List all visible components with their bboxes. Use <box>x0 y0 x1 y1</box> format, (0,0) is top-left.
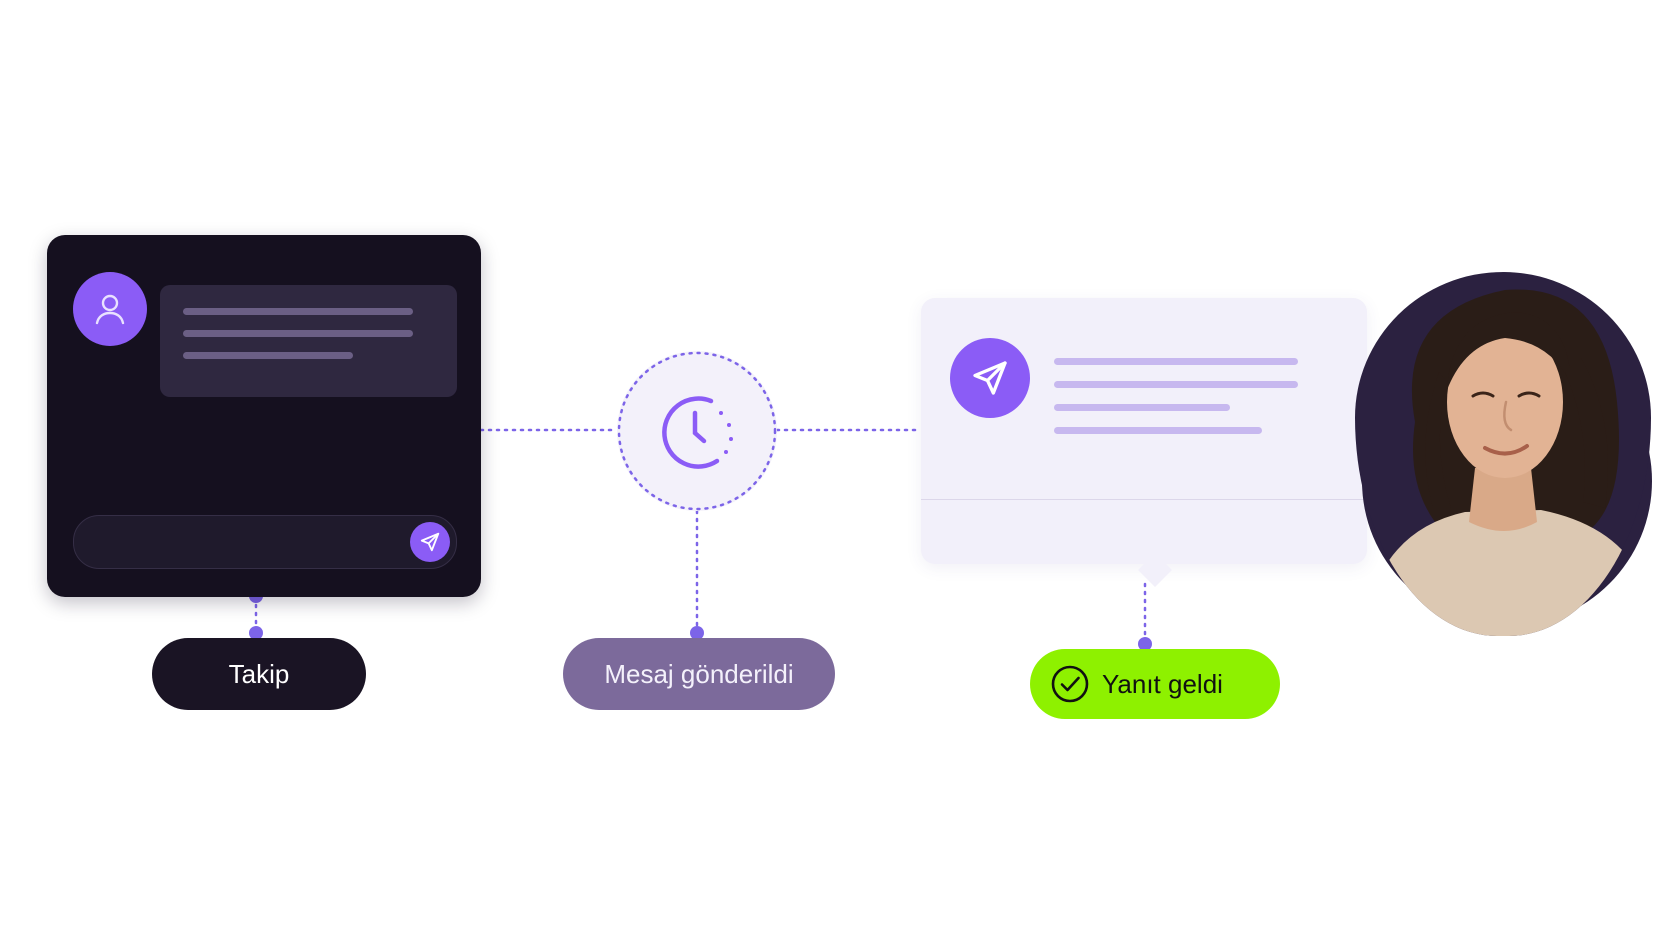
text-placeholder-line <box>183 330 413 337</box>
text-placeholder-line <box>1054 358 1298 365</box>
step-reply-received-pill: Yanıt geldi <box>1030 649 1280 719</box>
chat-window <box>47 235 481 597</box>
send-button[interactable] <box>410 522 450 562</box>
text-placeholder-line <box>1054 427 1262 434</box>
contact-photo <box>1355 272 1651 636</box>
message-input[interactable] <box>73 515 457 569</box>
chat-message-bubble <box>160 285 457 397</box>
dotted-ring <box>617 351 777 511</box>
sent-message-card <box>921 298 1367 587</box>
text-placeholder-line <box>1054 381 1298 388</box>
text-placeholder-line <box>183 308 413 315</box>
step-message-sent-pill: Mesaj gönderildi <box>563 638 835 710</box>
user-avatar <box>73 272 147 346</box>
woman-portrait-illustration <box>1355 272 1651 636</box>
text-placeholder-line <box>183 352 353 359</box>
message-avatar <box>950 338 1030 418</box>
user-icon <box>95 294 125 325</box>
card-divider <box>921 499 1367 500</box>
text-placeholder-line <box>1054 404 1230 411</box>
wait-step <box>617 351 777 511</box>
step-message-sent-label: Mesaj gönderildi <box>604 658 794 689</box>
card-pointer <box>1138 553 1172 587</box>
step-reply-received-label: Yanıt geldi <box>1102 668 1223 699</box>
send-icon <box>420 532 440 552</box>
send-icon <box>973 361 1007 395</box>
check-circle-icon <box>1050 664 1090 704</box>
step-follow-label: Takip <box>228 658 290 689</box>
step-follow-pill: Takip <box>152 638 366 710</box>
clock-icon <box>662 396 733 469</box>
